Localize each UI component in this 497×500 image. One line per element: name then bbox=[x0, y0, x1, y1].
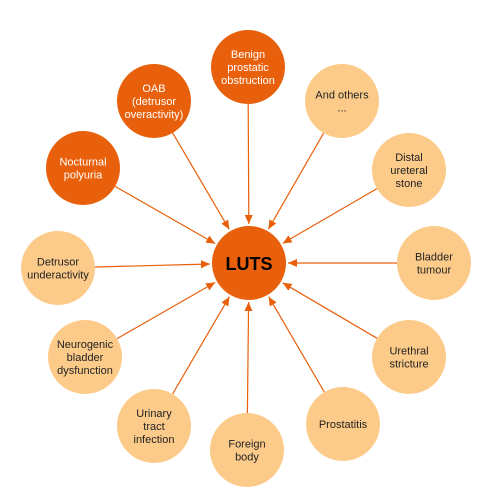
node-label-line: Detrusor bbox=[37, 257, 80, 269]
node-label-line: OAB bbox=[142, 83, 165, 95]
node-label-line: Foreign bbox=[228, 439, 265, 451]
arrow-urethral-stricture bbox=[282, 282, 378, 339]
center-node: LUTS bbox=[212, 226, 286, 300]
node-label-line: Benign bbox=[231, 49, 265, 61]
node-label-line: body bbox=[235, 452, 259, 464]
node-label-line: tract bbox=[143, 421, 164, 433]
node-label-line: Urethral bbox=[389, 346, 428, 358]
node-label-line: Distal bbox=[395, 152, 423, 164]
center-label: LUTS bbox=[226, 254, 273, 274]
arrow-and-others bbox=[267, 132, 325, 230]
node-circle-detrusor-underactivity bbox=[21, 231, 95, 305]
node-label-line: polyuria bbox=[64, 170, 103, 182]
node-circle-distal-ureteral-stone bbox=[372, 133, 446, 207]
node-label-line: stricture bbox=[389, 359, 428, 371]
node-label-line: ... bbox=[337, 103, 346, 115]
arrow-prostatitis bbox=[268, 296, 325, 393]
node-label-line: underactivity bbox=[27, 270, 89, 282]
center-circle bbox=[212, 226, 286, 300]
node-label-line: bladder bbox=[67, 352, 104, 364]
node-circle-prostatitis bbox=[306, 387, 380, 461]
node-circle-foreign-body bbox=[210, 413, 284, 487]
arrow-distal-ureteral-stone bbox=[282, 188, 378, 244]
node-label-line: tumour bbox=[417, 265, 452, 277]
node-circle-nocturnal-polyuria bbox=[46, 131, 120, 205]
node-circle-benign-prostatic-obstruction bbox=[211, 30, 285, 104]
node-circle-urethral-stricture bbox=[372, 320, 446, 394]
arrow-benign-prostatic-obstruction bbox=[244, 103, 253, 225]
node-label-and-others: And others... bbox=[315, 90, 369, 115]
node-circle-bladder-tumour bbox=[397, 226, 471, 300]
node-circle-urinary-tract-infection bbox=[117, 389, 191, 463]
node-label-line: Neurogenic bbox=[57, 339, 114, 351]
arrow-neurogenic-bladder-dysfunction bbox=[116, 281, 216, 340]
node-label-line: Bladder bbox=[415, 252, 453, 264]
arrows-group bbox=[94, 103, 397, 414]
node-label-line: prostatic bbox=[227, 62, 269, 74]
node-label-line: dysfunction bbox=[57, 365, 113, 377]
node-circle-oab-detrusor-overactivity bbox=[117, 64, 191, 138]
node-label-line: infection bbox=[134, 434, 175, 446]
arrow-urinary-tract-infection bbox=[172, 296, 230, 395]
node-label-line: (detrusor bbox=[132, 96, 176, 108]
node-label-line: And others bbox=[315, 90, 369, 102]
node-circle-neurogenic-bladder-dysfunction bbox=[48, 320, 122, 394]
node-label-line: Urinary bbox=[136, 408, 172, 420]
node-label-line: ureteral bbox=[390, 165, 427, 177]
arrow-oab-detrusor-overactivity bbox=[172, 132, 230, 230]
node-prostatitis: Prostatitis bbox=[306, 387, 380, 461]
node-label-line: overactivity) bbox=[125, 109, 184, 121]
arrow-detrusor-underactivity bbox=[94, 260, 211, 269]
arrow-nocturnal-polyuria bbox=[114, 185, 216, 245]
node-and-others: And others... bbox=[305, 64, 379, 138]
node-label-line: Prostatitis bbox=[319, 419, 368, 431]
node-label-line: stone bbox=[396, 178, 423, 190]
arrow-foreign-body bbox=[244, 301, 253, 414]
node-label-line: Nocturnal bbox=[59, 157, 106, 169]
node-label-prostatitis: Prostatitis bbox=[319, 419, 368, 431]
node-circle-and-others bbox=[305, 64, 379, 138]
node-label-line: obstruction bbox=[221, 75, 275, 87]
